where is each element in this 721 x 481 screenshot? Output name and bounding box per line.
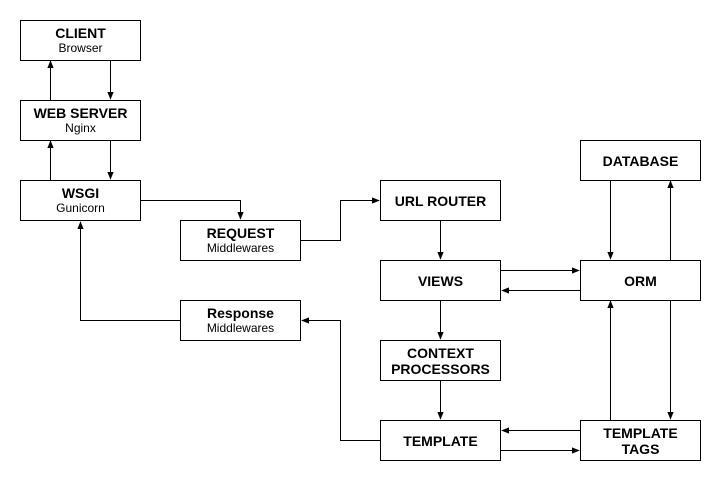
node-orm-title: ORM — [624, 272, 657, 289]
node-response-middlewares: Response Middlewares — [180, 300, 301, 341]
node-database-title: DATABASE — [602, 152, 679, 169]
node-client-subtitle: Browser — [58, 41, 103, 55]
node-template-title: TEMPLATE — [403, 432, 478, 449]
node-client: CLIENT Browser — [20, 20, 141, 61]
node-url-router: URL ROUTER — [380, 180, 501, 221]
node-orm: ORM — [580, 260, 701, 301]
node-template: TEMPLATE — [380, 420, 501, 461]
node-web-server-title: WEB SERVER — [33, 105, 128, 121]
node-views: VIEWS — [380, 260, 501, 301]
node-views-title: VIEWS — [417, 272, 464, 289]
node-response-subtitle: Middlewares — [206, 321, 275, 335]
arrow-template-to-response — [301, 317, 380, 441]
node-template-tags: TEMPLATE TAGS — [580, 420, 701, 461]
arrow-request-to-url-router — [301, 197, 380, 241]
node-web-server: WEB SERVER Nginx — [20, 100, 141, 141]
node-database: DATABASE — [580, 140, 701, 181]
node-context-processors-title-line2: PROCESSORS — [391, 360, 490, 377]
node-context-processors-title-line1: CONTEXT — [407, 344, 474, 361]
node-request-subtitle: Middlewares — [206, 241, 275, 255]
node-url-router-title: URL ROUTER — [394, 192, 487, 209]
node-wsgi: WSGI Gunicorn — [20, 180, 141, 221]
node-request-title: REQUEST — [206, 225, 275, 241]
node-client-title: CLIENT — [55, 25, 106, 41]
node-response-title: Response — [207, 305, 274, 321]
node-wsgi-subtitle: Gunicorn — [56, 201, 105, 215]
node-template-tags-title-line1: TEMPLATE — [603, 424, 678, 441]
node-context-processors: CONTEXT PROCESSORS — [380, 340, 501, 381]
node-wsgi-title: WSGI — [61, 185, 100, 201]
arrow-response-to-wsgi — [77, 221, 180, 321]
node-request-middlewares: REQUEST Middlewares — [180, 220, 301, 261]
arrow-wsgi-to-request — [141, 200, 244, 220]
node-web-server-subtitle: Nginx — [65, 121, 96, 135]
node-template-tags-title-line2: TAGS — [621, 440, 660, 457]
